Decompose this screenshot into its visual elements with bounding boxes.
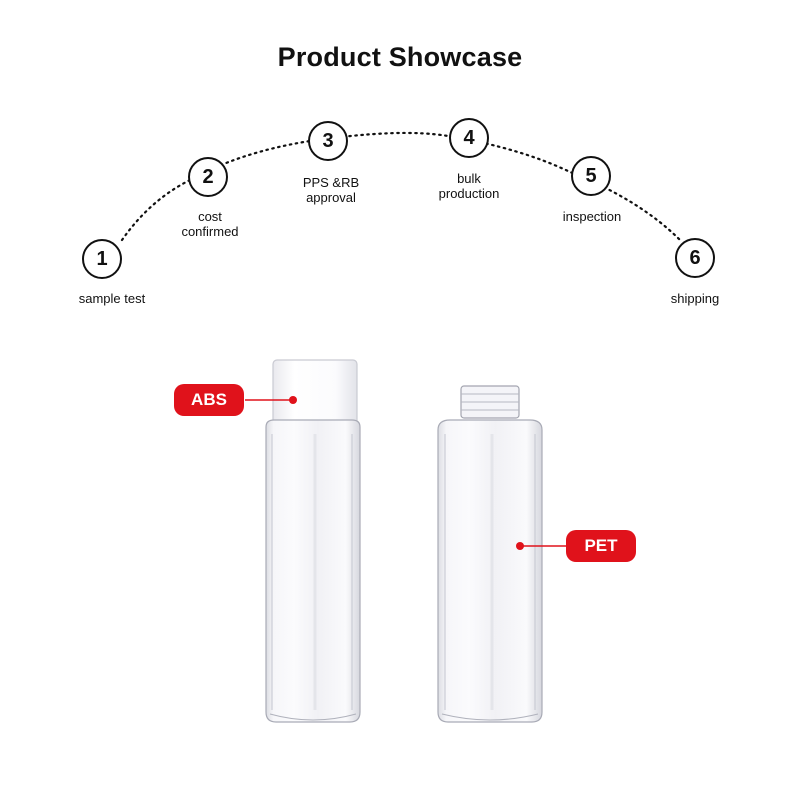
- step-label-2: cost confirmed: [150, 209, 270, 239]
- step-label-1: sample test: [78, 291, 146, 306]
- step-label-4: bulk production: [409, 171, 529, 201]
- step-label-3: PPS &RB approval: [271, 175, 391, 205]
- step-circle-6: 6: [675, 238, 715, 278]
- uncapped-bottle: [437, 385, 543, 723]
- left-bottle-body: [265, 419, 361, 723]
- step-label-3-text: PPS &RB approval: [302, 175, 360, 205]
- abs-material-tag: ABS: [174, 384, 244, 416]
- pet-callout-dot: [516, 542, 524, 550]
- step-circle-4: 4: [449, 118, 489, 158]
- bottle-illustration: [245, 359, 568, 723]
- step-circle-3: 3: [308, 121, 348, 161]
- step-label-6: shipping: [670, 291, 720, 306]
- step-circle-2: 2: [188, 157, 228, 197]
- step-label-5: inspection: [562, 209, 622, 224]
- step-circle-5: 5: [571, 156, 611, 196]
- page-title: Product Showcase: [277, 42, 523, 72]
- pet-material-tag: PET: [566, 530, 636, 562]
- step-circle-1: 1: [82, 239, 122, 279]
- capped-bottle: [265, 359, 361, 723]
- abs-callout-dot: [289, 396, 297, 404]
- step-label-4-text: bulk production: [438, 171, 500, 201]
- process-arc: [120, 131, 682, 242]
- step-label-2-text: cost confirmed: [181, 209, 239, 239]
- right-bottle-body: [437, 419, 543, 723]
